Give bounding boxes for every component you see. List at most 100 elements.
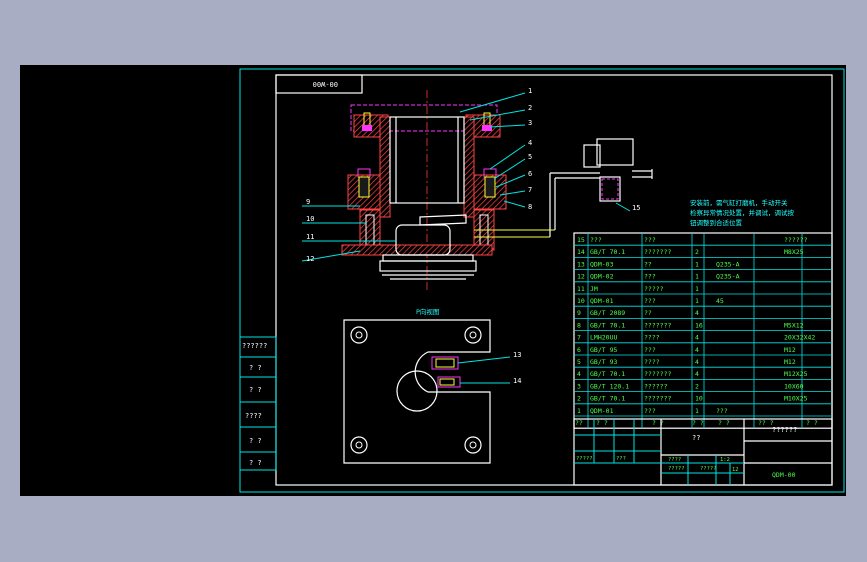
- bom-cell-qty: 4: [695, 358, 699, 366]
- bom-cell-qty: 2: [695, 382, 699, 390]
- drawing-number-text: 00-W00: [313, 80, 338, 88]
- bom-cell-code: QDM-01: [590, 297, 614, 305]
- bom-cell-code: GB/T 120.1: [590, 382, 629, 390]
- bom-cell-name: ???: [644, 273, 656, 281]
- bom-cell-name: ??????: [644, 382, 668, 390]
- bom-cell-code: GB/T 70.1: [590, 248, 625, 256]
- bom-header-no: ??: [575, 419, 583, 427]
- bom-cell-code: GB/T 95: [590, 346, 617, 354]
- bom-cell-material: Q235-A: [716, 260, 740, 268]
- side-label: ????: [245, 412, 262, 420]
- bom-cell-qty: 10: [695, 395, 703, 403]
- bom-cell-qty: 1: [695, 285, 699, 293]
- title-placeholder: ?????: [668, 466, 685, 472]
- bom-cell-code: GB/T 70.1: [590, 321, 625, 329]
- bom-cell-material: 45: [716, 297, 724, 305]
- sheet-outer-border: [239, 68, 845, 493]
- bom-header-note: ? ?: [806, 419, 818, 427]
- bom-cell-name: ?????: [644, 285, 664, 293]
- callout-label: 4: [528, 139, 532, 147]
- bom-cell-no: 8: [577, 321, 581, 329]
- title-placeholder: ????: [668, 457, 681, 463]
- cad-viewport[interactable]: 00-W00 ?????? ? ? ? ? ???? ? ? ? ?: [20, 65, 846, 496]
- bom-cell-note: M12X25: [784, 370, 808, 378]
- callout-label: 11: [306, 233, 314, 241]
- title-drawing-number: QDM-00: [772, 471, 796, 479]
- main-assembly-view: [341, 90, 600, 290]
- bom-cell-name: ???: [644, 236, 656, 244]
- callout-label: 7: [528, 186, 532, 194]
- bom-cell-no: 10: [577, 297, 585, 305]
- bom-cell-note: ??????: [784, 236, 808, 244]
- bom-cell-no: 14: [577, 248, 585, 256]
- drawing-canvas: 00-W00 ?????? ? ? ? ? ???? ? ? ? ?: [239, 68, 845, 493]
- bom-cell-note: M10X25: [784, 395, 808, 403]
- company-name: ??????: [772, 426, 797, 434]
- bom-cell-name: ????: [644, 334, 660, 342]
- bom-cell-name: ???????: [644, 370, 671, 378]
- bom-cell-name: ???: [644, 407, 656, 415]
- bom-cell-qty: 4: [695, 309, 699, 317]
- callout-label: 15: [632, 204, 640, 212]
- bom-cell-code: GB/T 93: [590, 358, 617, 366]
- callout-label: 13: [513, 351, 521, 359]
- bom-cell-material: ???: [716, 407, 728, 415]
- note-line: 检察异常情况处置，并调试，调试按: [690, 208, 795, 217]
- bom-cell-no: 9: [577, 309, 581, 317]
- bom-cell-no: 7: [577, 334, 581, 342]
- bom-cell-name: ??: [644, 309, 652, 317]
- bom-header-code: ? ?: [596, 419, 608, 427]
- bom-cell-code: QDM-01: [590, 407, 614, 415]
- bom-cell-no: 3: [577, 382, 581, 390]
- callout-label: 10: [306, 215, 314, 223]
- bom-cell-qty: 4: [695, 346, 699, 354]
- bom-cell-note: 20X32X42: [784, 334, 815, 342]
- drawing-number-box: 00-W00: [275, 74, 363, 94]
- bom-cell-qty: 4: [695, 370, 699, 378]
- bom-cell-no: 5: [577, 358, 581, 366]
- bom-cell-name: ???: [644, 346, 656, 354]
- callout-labels: 1 2 3 4 5 6 7 8 9 10 11 12 15: [306, 87, 640, 263]
- bom-cell-qty: 1: [695, 273, 699, 281]
- callout-label: 12: [306, 255, 314, 263]
- title-placeholder: ?????: [576, 456, 593, 462]
- bom-cell-no: 1: [577, 407, 581, 415]
- bom-cell-qty: 1: [695, 260, 699, 268]
- bom-header-weight: ?? ?: [758, 419, 774, 427]
- side-label: ? ?: [249, 364, 262, 372]
- bom-cell-no: 2: [577, 395, 581, 403]
- view-title: P向视图: [416, 307, 439, 316]
- bom-header-name: ? ?: [652, 419, 664, 427]
- callout-label: 2: [528, 104, 532, 112]
- side-label: ? ?: [249, 459, 262, 467]
- bom-cell-code: JM: [590, 285, 598, 293]
- callout-leaders: [301, 92, 631, 262]
- title-block: ?? ?????? QDM-00 1:2 12 ????? ??? ???? ?…: [573, 418, 833, 486]
- callout-label: 6: [528, 170, 532, 178]
- bom-cell-name: ???: [644, 297, 656, 305]
- bom-cell-name: ???????: [644, 321, 671, 329]
- title-sheet: 12: [732, 467, 739, 473]
- bom-cell-code: ???: [590, 236, 602, 244]
- bom-cell-name: ??: [644, 260, 652, 268]
- callout-label: 14: [513, 377, 521, 385]
- side-label: ? ?: [249, 386, 262, 394]
- bom-cell-no: 12: [577, 273, 585, 281]
- title-placeholder: ???: [616, 456, 626, 462]
- title-name: ??: [692, 434, 700, 442]
- callout-label: 5: [528, 153, 532, 161]
- bom-cell-name: ????: [644, 358, 660, 366]
- p-direction-view: P向视图 13 14: [343, 307, 521, 464]
- bom-header-qty: ? ?: [692, 419, 704, 427]
- bom-cell-name: ???????: [644, 395, 671, 403]
- bom-cell-code: GB/T 70.1: [590, 370, 625, 378]
- bom-cell-qty: 16: [695, 321, 703, 329]
- bom-cell-qty: 1: [695, 407, 699, 415]
- side-label-table: ?????? ? ? ? ? ???? ? ? ? ?: [239, 336, 277, 471]
- bom-cell-code: GB/T 70.1: [590, 395, 625, 403]
- bom-header-material: ? ?: [718, 419, 730, 427]
- bom-cell-note: M8X25: [784, 248, 804, 256]
- bom-cell-code: QDM-03: [590, 260, 614, 268]
- solenoid-valve: [583, 138, 653, 202]
